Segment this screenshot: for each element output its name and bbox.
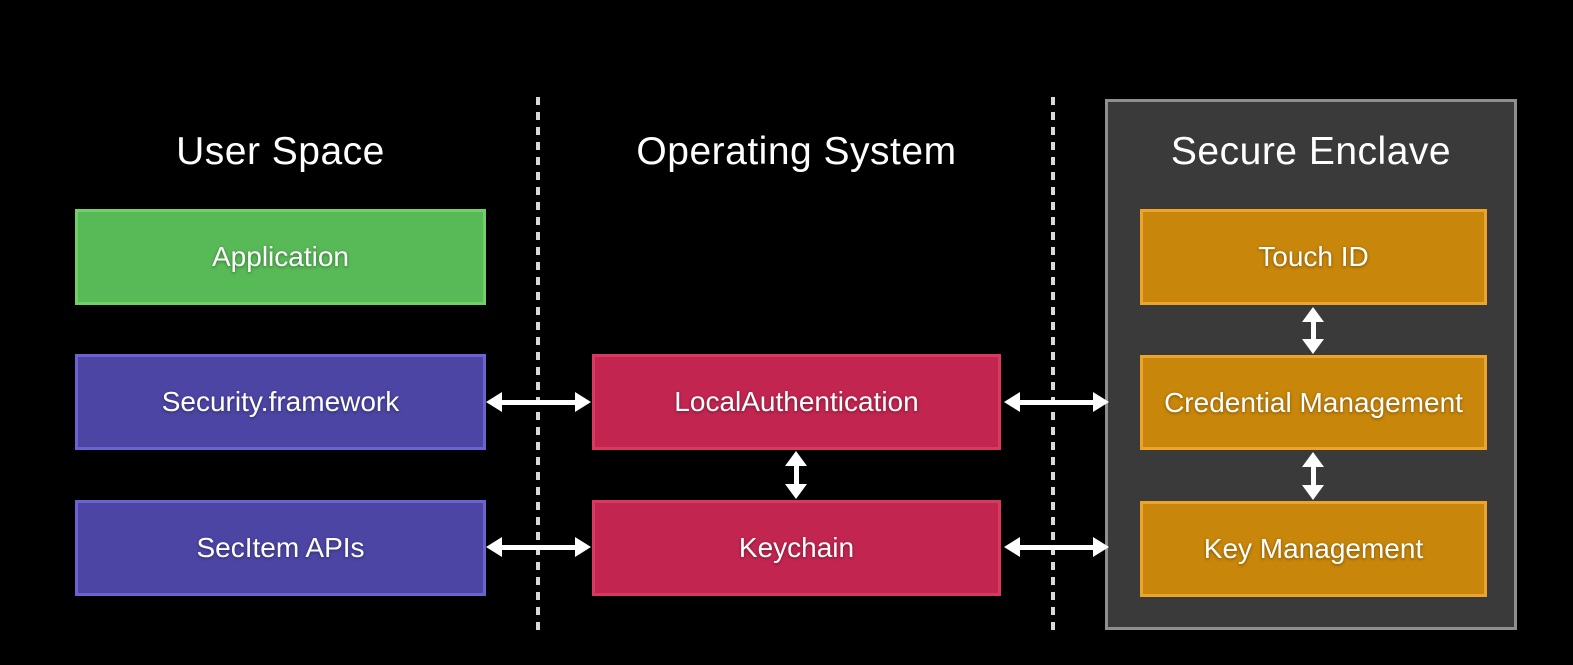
arrow-shaft — [793, 466, 799, 484]
column-title-user-space: User Space — [176, 130, 385, 173]
arrow-localauthentication-credentialmanagement-icon — [1004, 392, 1109, 412]
arrow-shaft — [502, 544, 575, 550]
column-title-operating-system: Operating System — [636, 130, 957, 173]
arrowhead-right-icon — [575, 537, 591, 557]
node-local-authentication: LocalAuthentication — [592, 354, 1001, 450]
column-separator-userspace-os — [536, 97, 540, 633]
arrow-shaft — [1310, 467, 1316, 485]
column-separator-os-enclave — [1051, 97, 1055, 633]
arrow-touchid-credentialmanagement-icon — [1302, 307, 1324, 354]
node-application-label: Application — [212, 241, 349, 272]
arrowhead-up-icon — [785, 451, 807, 466]
node-secitem-apis-label: SecItem APIs — [196, 532, 365, 563]
node-credential-management-label: Credential Management — [1164, 386, 1463, 418]
node-keychain-label: Keychain — [738, 532, 855, 563]
arrowhead-right-icon — [575, 392, 591, 412]
arrowhead-down-icon — [1302, 339, 1324, 354]
node-security-framework-label: Security.framework — [161, 386, 400, 417]
arrowhead-right-icon — [1093, 537, 1109, 557]
node-application: Application — [75, 209, 486, 305]
column-title-secure-enclave: Secure Enclave — [1170, 130, 1452, 173]
arrow-securityframework-localauthentication-icon — [486, 392, 591, 412]
arrowhead-up-icon — [1302, 452, 1324, 467]
arrowhead-down-icon — [1302, 485, 1324, 500]
node-touch-id-label: Touch ID — [1258, 241, 1369, 272]
arrowhead-left-icon — [1004, 537, 1020, 557]
node-secitem-apis: SecItem APIs — [75, 500, 486, 596]
arrowhead-left-icon — [1004, 392, 1020, 412]
arrow-credentialmanagement-keymanagement-icon — [1302, 452, 1324, 500]
node-key-management: Key Management — [1140, 501, 1487, 597]
node-keychain: Keychain — [592, 500, 1001, 596]
node-credential-management: Credential Management — [1140, 355, 1487, 450]
arrow-keychain-keymanagement-icon — [1004, 537, 1109, 557]
arrow-shaft — [502, 399, 575, 405]
arrowhead-up-icon — [1302, 307, 1324, 322]
arrow-shaft — [1020, 399, 1093, 405]
arrowhead-left-icon — [486, 537, 502, 557]
arrowhead-right-icon — [1093, 392, 1109, 412]
arrow-secitemapis-keychain-icon — [486, 537, 591, 557]
arrow-shaft — [1310, 322, 1316, 339]
arrowhead-left-icon — [486, 392, 502, 412]
arrowhead-down-icon — [785, 484, 807, 499]
arrow-localauthentication-keychain-icon — [785, 451, 807, 499]
arrow-shaft — [1020, 544, 1093, 550]
node-key-management-label: Key Management — [1203, 533, 1424, 564]
node-touch-id: Touch ID — [1140, 209, 1487, 305]
node-security-framework: Security.framework — [75, 354, 486, 450]
node-local-authentication-label: LocalAuthentication — [674, 386, 919, 417]
